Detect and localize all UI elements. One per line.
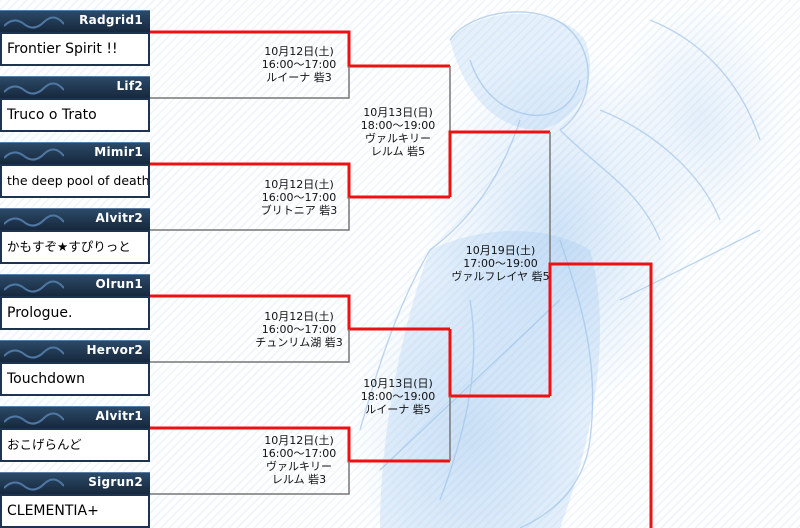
match-info-r1m1: 10月12日(土) 16:00〜17:00 ルイーナ 砦3	[244, 45, 354, 84]
server-name: Sigrun2	[88, 475, 143, 489]
r1m1-loser-line	[150, 66, 350, 99]
match-time: 16:00〜17:00	[261, 323, 337, 336]
team-slot-4: Alvitr2 かもすぞ★すぴりっと	[0, 208, 150, 264]
match-date: 10月12日(土)	[264, 178, 334, 191]
match-time: 17:00〜19:00	[463, 257, 538, 270]
pattern-icon	[4, 16, 64, 29]
server-name: Hervor2	[86, 343, 143, 357]
match-venue-line1: ヴァルキリー	[365, 132, 431, 145]
team-name: Frontier Spirit !!	[0, 32, 150, 66]
server-label: Olrun1	[0, 274, 150, 296]
server-name: Lif2	[116, 79, 143, 93]
match-time: 16:00〜17:00	[261, 447, 337, 460]
r1m3-loser-line	[150, 329, 350, 363]
match-date: 10月12日(土)	[264, 434, 334, 447]
match-date: 10月12日(土)	[264, 45, 334, 58]
match-info-final: 10月19日(土) 17:00〜19:00 ヴァルフレイヤ 砦5	[438, 244, 563, 283]
r1m4-loser-line	[150, 461, 350, 495]
r1m2-winner-line	[150, 162, 450, 199]
team-name: the deep pool of death	[0, 164, 150, 198]
match-time: 16:00〜17:00	[261, 191, 337, 204]
match-venue-line2: レルム 砦5	[370, 145, 426, 158]
match-venue: ルイーナ 砦5	[365, 403, 431, 416]
server-name: Alvitr1	[95, 409, 143, 423]
team-slot-5: Olrun1 Prologue.	[0, 274, 150, 330]
pattern-icon	[4, 412, 64, 425]
team-slot-2: Lif2 Truco o Trato	[0, 76, 150, 132]
team-name: Touchdown	[0, 362, 150, 396]
match-venue: チュンリム湖 砦3	[255, 336, 343, 349]
r2m1-winner-line	[448, 130, 550, 197]
final-winner-line	[548, 262, 653, 528]
r2m2-winner-line	[448, 329, 550, 398]
pattern-icon	[4, 214, 64, 227]
match-venue: ブリトニア 砦3	[260, 204, 338, 217]
server-label: Alvitr2	[0, 208, 150, 230]
match-time: 18:00〜19:00	[360, 390, 436, 403]
team-slot-6: Hervor2 Touchdown	[0, 340, 150, 396]
match-date: 10月19日(土)	[465, 244, 536, 257]
team-name: かもすぞ★すぴりっと	[0, 230, 150, 264]
match-venue: ルイーナ 砦3	[266, 71, 332, 84]
pattern-icon	[4, 82, 64, 95]
team-name: Truco o Trato	[0, 98, 150, 132]
match-date: 10月13日(日)	[363, 377, 433, 390]
team-slot-8: Sigrun2 CLEMENTIA+	[0, 472, 150, 528]
team-name: おこげらんど	[0, 428, 150, 462]
server-label: Alvitr1	[0, 406, 150, 428]
match-info-r2m1: 10月13日(日) 18:00〜19:00 ヴァルキリー レルム 砦5	[343, 106, 453, 158]
r1m4-winner-line	[150, 426, 450, 463]
match-info-r1m2: 10月12日(土) 16:00〜17:00 ブリトニア 砦3	[244, 178, 354, 217]
server-name: Mimir1	[94, 145, 143, 159]
server-label: Sigrun2	[0, 472, 150, 494]
server-label: Radgrid1	[0, 10, 150, 32]
match-date: 10月12日(土)	[264, 310, 334, 323]
server-label: Hervor2	[0, 340, 150, 362]
server-name: Alvitr2	[95, 211, 143, 225]
team-name: CLEMENTIA+	[0, 494, 150, 528]
match-info-r1m3: 10月12日(土) 16:00〜17:00 チュンリム湖 砦3	[244, 310, 354, 349]
pattern-icon	[4, 346, 64, 359]
team-name: Prologue.	[0, 296, 150, 330]
team-slot-1: Radgrid1 Frontier Spirit !!	[0, 10, 150, 66]
match-date: 10月13日(日)	[363, 106, 433, 119]
match-venue: ヴァルフレイヤ 砦5	[451, 270, 550, 283]
server-name: Olrun1	[95, 277, 143, 291]
match-info-r1m4: 10月12日(土) 16:00〜17:00 ヴァルキリー レルム 砦3	[244, 434, 354, 486]
r1m3-winner-line	[150, 294, 450, 331]
match-info-r2m2: 10月13日(日) 18:00〜19:00 ルイーナ 砦5	[343, 377, 453, 416]
pattern-icon	[4, 280, 64, 293]
server-label: Mimir1	[0, 142, 150, 164]
match-venue-line1: ヴァルキリー	[266, 460, 332, 473]
match-time: 16:00〜17:00	[261, 58, 337, 71]
match-venue-line2: レルム 砦3	[271, 473, 327, 486]
team-slot-7: Alvitr1 おこげらんど	[0, 406, 150, 462]
r1m2-loser-line	[150, 197, 350, 231]
r1m1-winner-line	[150, 30, 450, 68]
pattern-icon	[4, 148, 64, 161]
pattern-icon	[4, 478, 64, 491]
server-name: Radgrid1	[79, 13, 143, 27]
server-label: Lif2	[0, 76, 150, 98]
match-time: 18:00〜19:00	[360, 119, 436, 132]
team-slot-3: Mimir1 the deep pool of death	[0, 142, 150, 198]
